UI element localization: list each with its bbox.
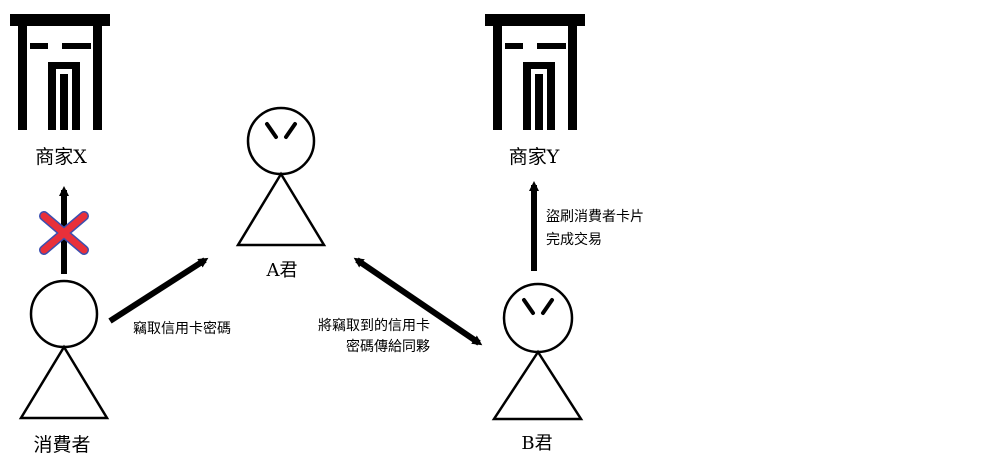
merchant-x-label: 商家X (35, 146, 87, 168)
red-x-icon (39, 211, 89, 255)
person-b-figure (491, 282, 584, 421)
storefront-icon (10, 14, 110, 130)
angry-face-icon (265, 122, 297, 139)
person-b-label: B君 (521, 433, 552, 454)
share-label-line1: 將竊取到的信用卡 (318, 318, 430, 334)
steal-arrow (108, 257, 209, 324)
person-a-figure (235, 106, 327, 247)
merchant-y-label: 商家Y (509, 146, 560, 168)
angry-face-icon (522, 298, 554, 315)
consumer-label: 消費者 (33, 434, 90, 456)
share-label-line2: 密碼傳給同夥 (346, 338, 430, 355)
fraud-label-line1: 盜刷消費者卡片 (546, 209, 644, 225)
fraud-label-line2: 完成交易 (546, 231, 602, 248)
blank-face-icon (29, 279, 99, 349)
storefront-icon (485, 14, 585, 130)
person-a-label: A君 (266, 260, 298, 281)
share-arrow (353, 257, 483, 346)
consumer-figure (18, 279, 110, 420)
steal-label: 竊取信用卡密碼 (133, 320, 231, 337)
